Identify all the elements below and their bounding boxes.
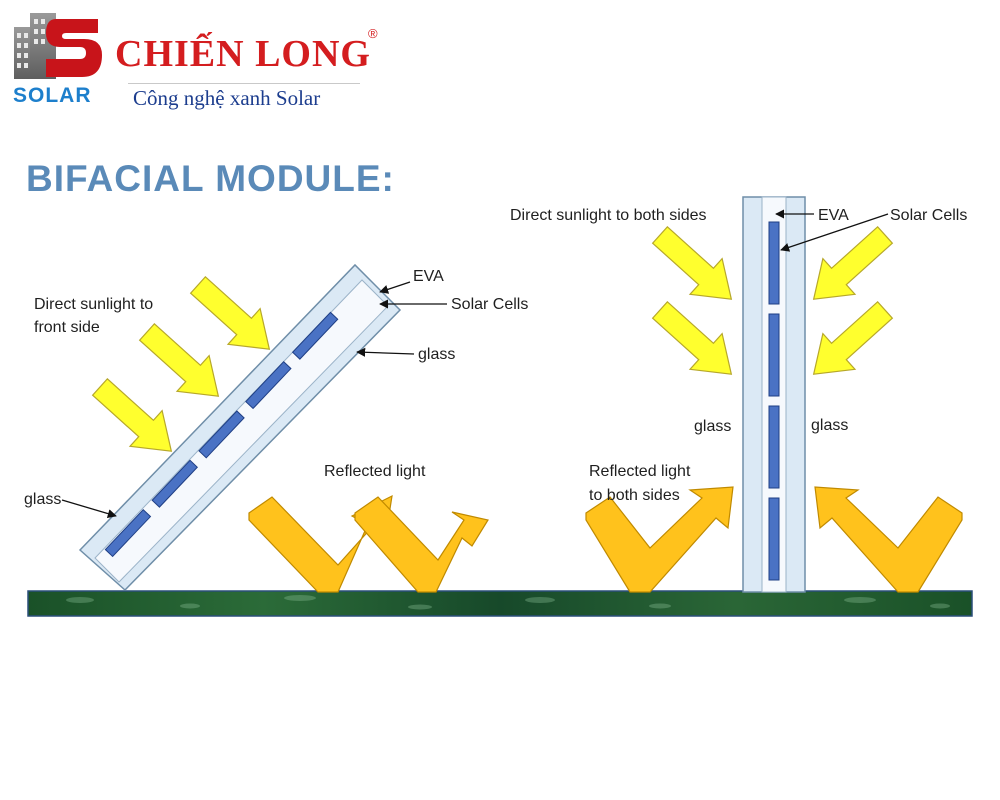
glass-label-left-bottom: glass bbox=[24, 491, 61, 508]
brand-divider bbox=[128, 83, 360, 84]
reflected-both-label-cont: to both sides bbox=[589, 487, 680, 504]
reflected-both-label: Reflected light bbox=[589, 463, 691, 480]
tilted-bifacial-module bbox=[78, 263, 402, 592]
eva-label-left: EVA bbox=[413, 268, 444, 285]
tilted-solar-cell bbox=[151, 459, 199, 508]
sun-arrow bbox=[643, 291, 749, 393]
sun-arrow bbox=[796, 291, 902, 393]
sun-arrow bbox=[796, 216, 902, 318]
vertical-solar-cell bbox=[768, 313, 780, 397]
tilted-solar-cell bbox=[198, 410, 245, 459]
vertical-solar-cell bbox=[768, 497, 780, 581]
ground bbox=[27, 590, 973, 617]
registered-mark: ® bbox=[368, 26, 378, 41]
solar-cells-label-right: Solar Cells bbox=[890, 207, 967, 224]
reflected-light-label: Reflected light bbox=[324, 463, 426, 480]
glass-label-right-right: glass bbox=[811, 417, 848, 434]
direct-sunlight-front-label: Direct sunlight to bbox=[34, 296, 153, 313]
tilted-solar-cell bbox=[104, 508, 152, 558]
reflected-arrow bbox=[354, 496, 489, 593]
eva-label-right: EVA bbox=[818, 207, 849, 224]
glass-label-right-left: glass bbox=[694, 418, 731, 435]
sun-arrow bbox=[181, 266, 287, 368]
solar-cells-label-left: Solar Cells bbox=[451, 296, 528, 313]
glass-label-left-top: glass bbox=[418, 346, 455, 363]
brand-logo: S CHIẾN LONG ® SOLAR Công nghệ xanh Sola… bbox=[10, 5, 390, 110]
brand-name: CHIẾN LONG bbox=[115, 33, 371, 75]
vertical-bifacial-module bbox=[742, 196, 806, 593]
tilted-solar-cell bbox=[245, 360, 292, 410]
reflected-arrow bbox=[585, 486, 734, 593]
ground-texture bbox=[66, 595, 950, 610]
tilted-solar-cell bbox=[291, 311, 339, 360]
reflected-arrow bbox=[814, 486, 963, 593]
direct-sunlight-front-label-cont: front side bbox=[34, 319, 100, 336]
logo-building-icon: S bbox=[14, 13, 102, 79]
direct-sunlight-both-label: Direct sunlight to both sides bbox=[510, 207, 707, 224]
vertical-solar-cell bbox=[768, 221, 780, 305]
sun-arrow bbox=[643, 216, 749, 318]
brand-tagline: Công nghệ xanh Solar bbox=[133, 86, 321, 110]
vertical-solar-cell bbox=[768, 405, 780, 489]
brand-solar-word: SOLAR bbox=[13, 84, 92, 107]
sun-arrow bbox=[130, 313, 236, 415]
diagram-title: BIFACIAL MODULE: bbox=[26, 158, 395, 199]
